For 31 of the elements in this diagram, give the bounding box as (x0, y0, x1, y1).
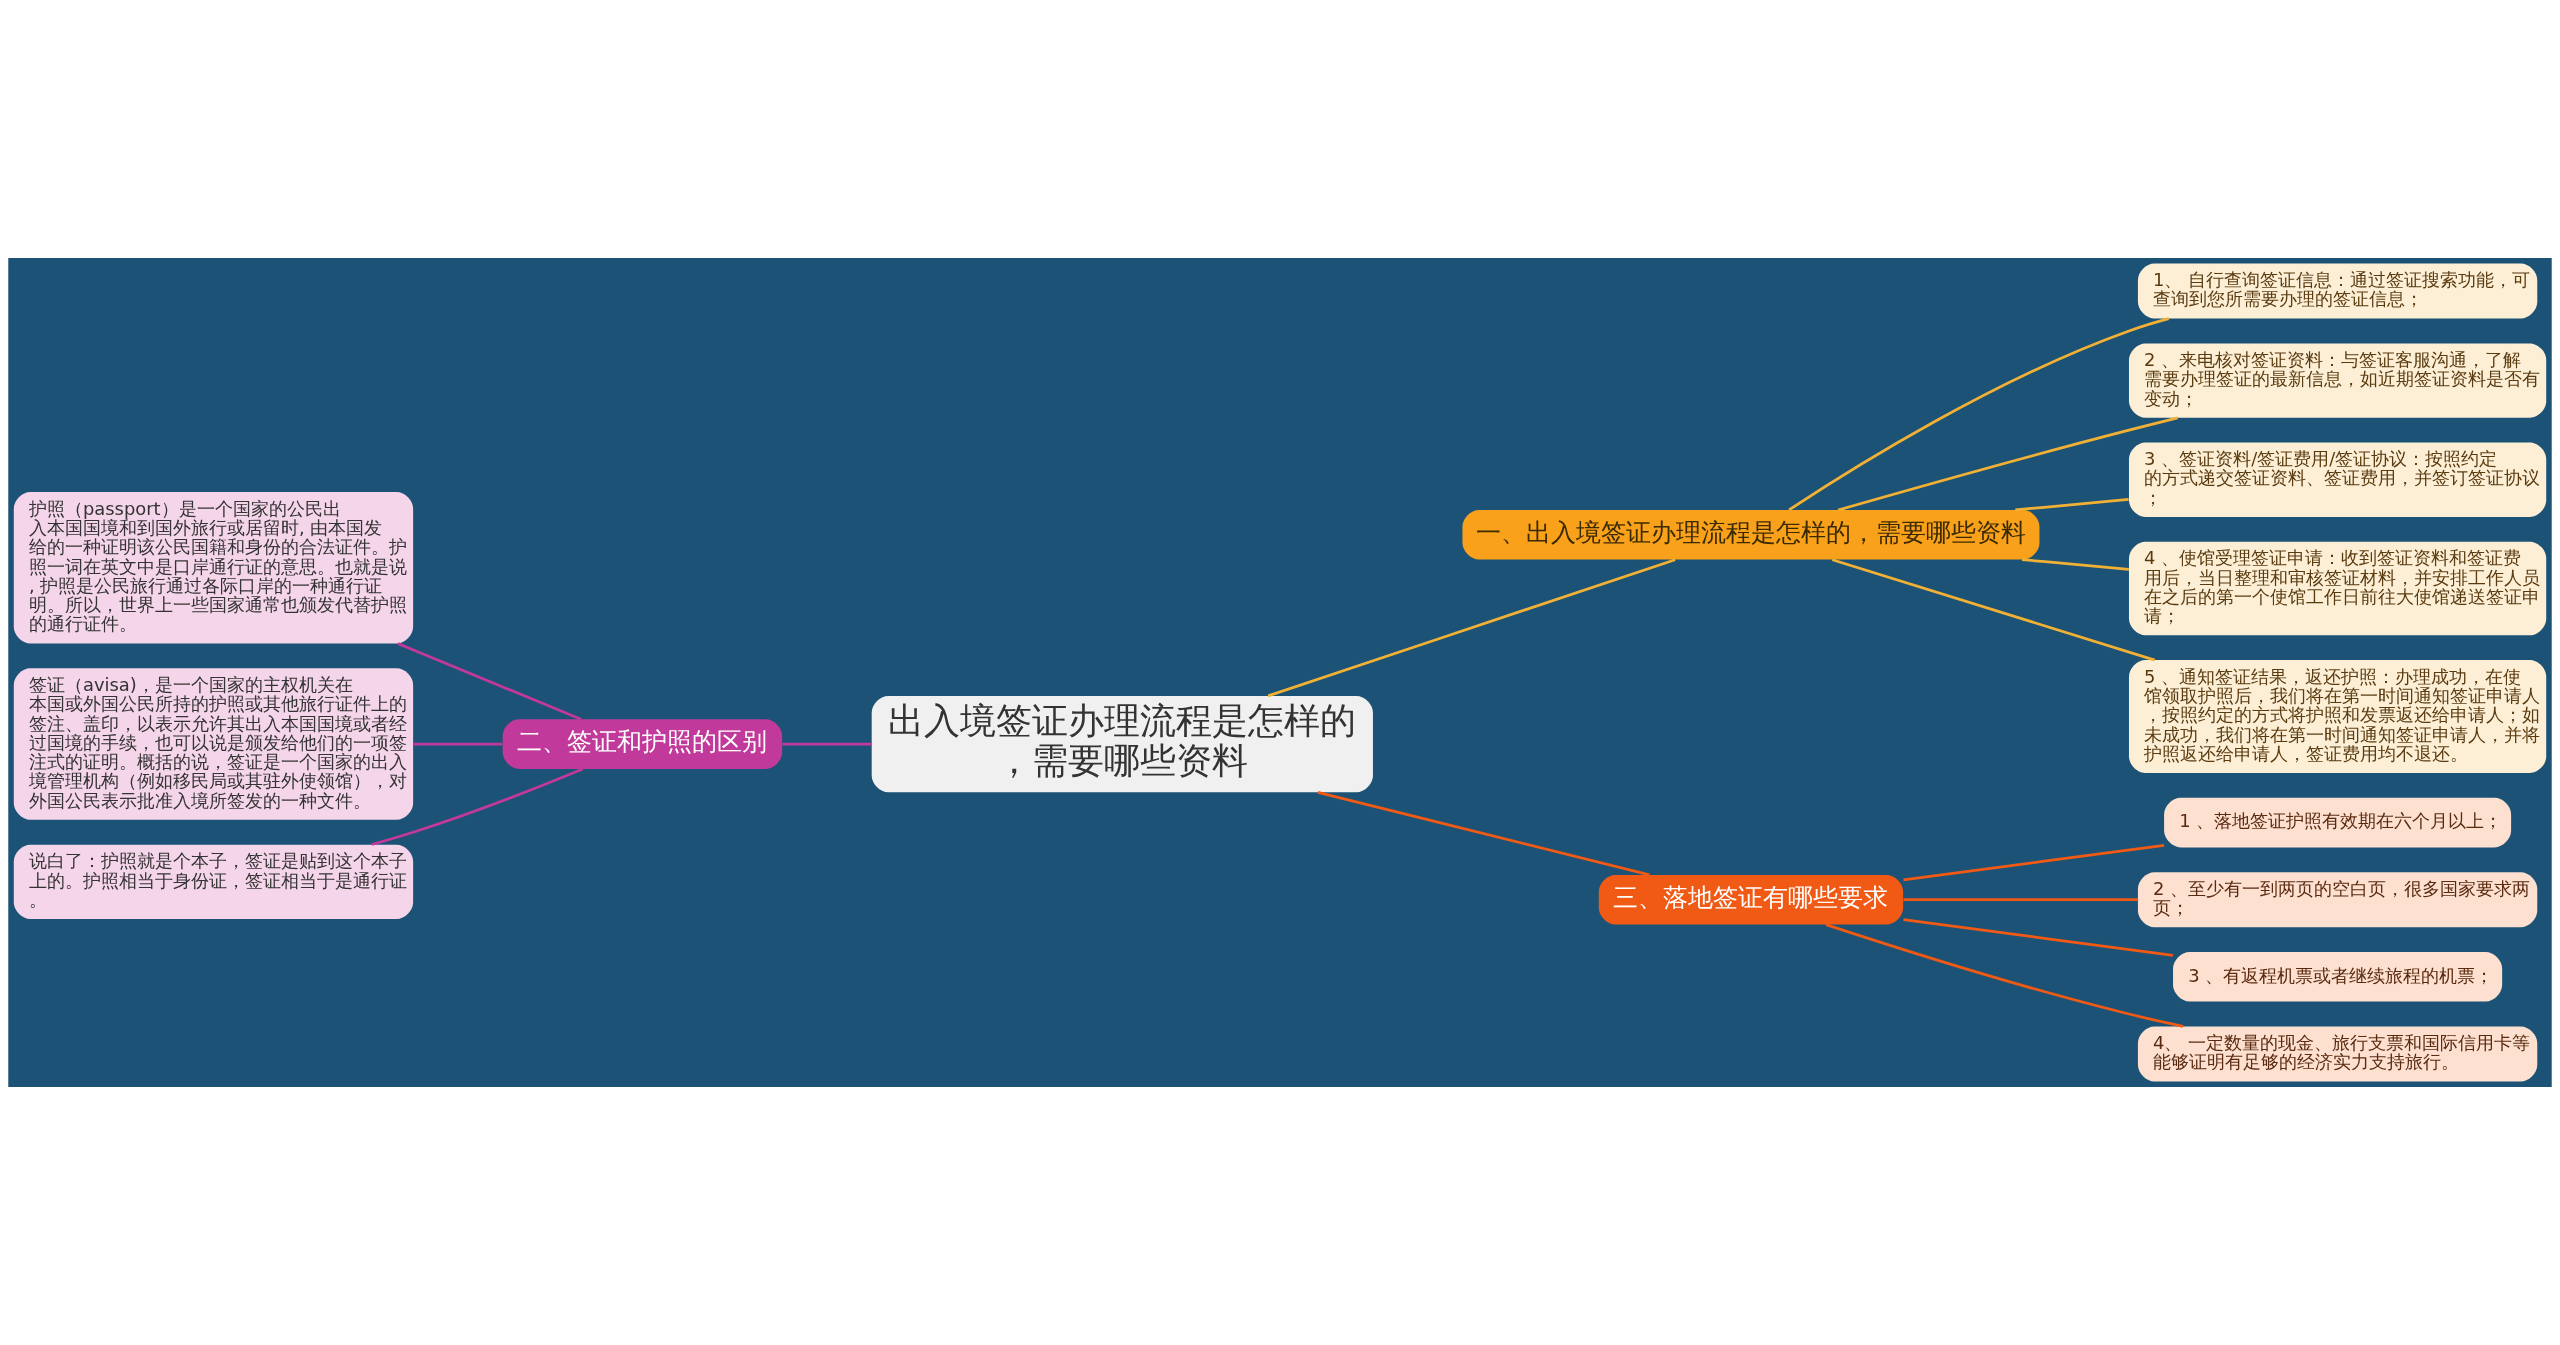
connector (1317, 791, 1650, 877)
connector (1267, 558, 1676, 698)
node-box: 3 、签证资料/签证费用/签证协议：按照约定的方式递交签证资料、签证费用，并签订签证协议； (2128, 442, 2547, 517)
node-box: 5 、通知签证结果，返还护照：办理成功，在使馆领取护照后，我们将在第一时间通知签证申请人，按照约定的方式将护照和发票返还给申请人；如未成功，我们将在第一时间通知签证申请人，并将护照返还给申请人，签证费用均不退还。 (2128, 660, 2547, 774)
connector (397, 642, 582, 721)
node-box: 1、 自行查询签证信息：通过签证搜索功能，可查询到您所需要办理的签证信息； (2137, 263, 2538, 319)
connector (1788, 317, 2170, 512)
connector (1831, 558, 2156, 662)
connector (782, 742, 872, 746)
node-box: 二、签证和护照的区别 (502, 719, 783, 769)
connector (2021, 558, 2129, 571)
node-box: 出入境签证办理流程是怎样的，需要哪些资料 (871, 695, 1373, 793)
connector (1825, 923, 2184, 1028)
connector (413, 742, 503, 746)
node-box: 1 、落地签证护照有效期在六个月以上； (2164, 797, 2512, 848)
node-box: 2 、来电核对签证资料：与签证客服沟通，了解需要办理签证的最新信息，如近期签证资料是否有变动； (2128, 343, 2547, 418)
node-box: 一、出入境签证办理流程是怎样的，需要哪些资料 (1462, 510, 2040, 560)
connector (371, 767, 584, 846)
node-box: 4 、使馆受理签证申请：收到签证资料和签证费用后，当日整理和审核签证材料，并安排工作人员在之后的第一个使馆工作日前往大使馆递送签证申请； (2128, 541, 2547, 636)
connector (1903, 843, 2165, 882)
node-box: 护照（passport）是一个国家的公民出入本国国境和到国外旅行或居留时, 由本国发给的一种证明该公民国籍和身份的合法证件。护照一词在英文中是口岸通行证的意思。也就是说, 护照是公民旅行通过各际口岸的一种通行证明。所以，世界上一些国家通常也颁发代替护照的通行证件。 (13, 492, 414, 644)
connector (1903, 918, 2174, 957)
connector (1837, 416, 2178, 512)
node-box: 2 、至少有一到两页的空白页，很多国家要求两页； (2137, 872, 2538, 928)
node-box: 3 、有返程机票或者继续旅程的机票； (2173, 952, 2503, 1002)
node-box: 签证（avisa)，是一个国家的主权机关在本国或外国公民所持的护照或其他旅行证件上的签注、盖印，以表示允许其出入本国国境或者经过国境的手续，也可以说是颁发给他们的一项签注式的证明。概括的说，签证是一个国家的出入境管理机构（例如移民局或其驻外使领馆），对外国公民表示批准入境所签发的一种文件。 (13, 668, 414, 820)
connector (1903, 898, 2138, 902)
node-box: 4、 一定数量的现金、旅行支票和国际信用卡等能够证明有足够的经济实力支持旅行。 (2137, 1026, 2538, 1082)
node-box: 说白了：护照就是个本子，签证是贴到这个本子上的。护照相当于身份证，签证相当于是通行证。 (13, 844, 414, 919)
connector (2015, 497, 2129, 512)
node-box: 三、落地签证有哪些要求 (1598, 874, 1904, 925)
